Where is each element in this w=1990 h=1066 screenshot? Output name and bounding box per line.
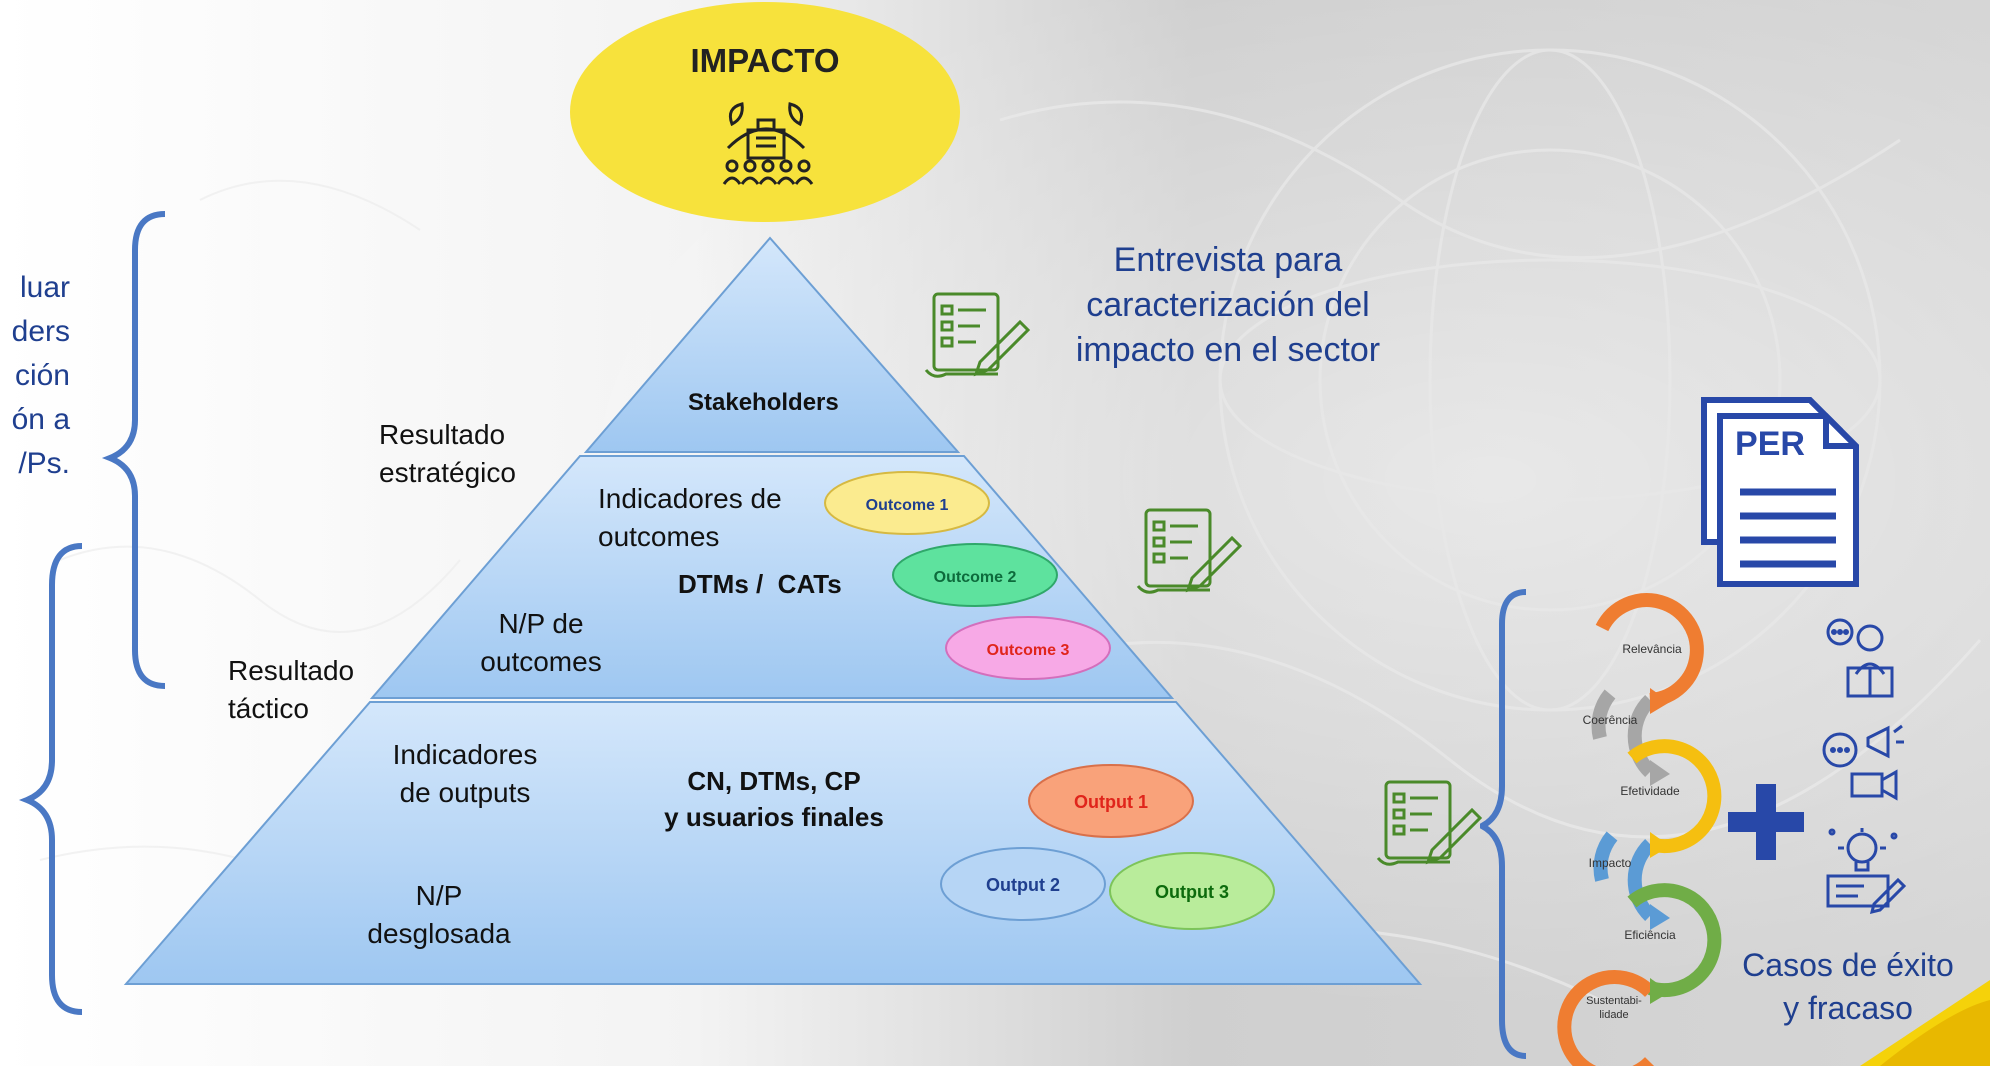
cycle-arc-coerencia (1591, 689, 1656, 778)
output-bubble-3: Output 3 (1109, 852, 1275, 930)
outcome-indicators-line: Indicadores de (598, 483, 782, 514)
outcome-label: Outcome 2 (934, 569, 1017, 586)
cycle-label-impacto: Impacto (1589, 856, 1632, 870)
strategic-result-label: Resultado estratégico (379, 416, 516, 492)
outcome-indicators-line: outcomes (598, 521, 720, 552)
interview-text-line: caracterización del (1086, 286, 1370, 324)
tactical-result-line: táctico (228, 693, 309, 724)
output-label: Output 2 (986, 875, 1060, 895)
output-bubble-1: Output 1 (1028, 764, 1194, 838)
interview-text: Entrevista para caracterización del impa… (1050, 238, 1406, 373)
cycle-arc-impacto (1593, 831, 1656, 922)
outcome-label: Outcome 3 (987, 642, 1070, 659)
np-outcomes-line: outcomes (480, 646, 602, 677)
plus-icon (1728, 784, 1804, 860)
per-document-icon: PER (1701, 397, 1859, 587)
pyramid-bottom-section (123, 701, 1423, 985)
strategic-result-line: estratégico (379, 457, 516, 488)
cycle-label-eficiencia: Eficiência (1624, 928, 1676, 942)
left-text-line: /Ps. (18, 447, 70, 480)
output-bubble-2: Output 2 (940, 847, 1106, 921)
outcome-bubble-2: Outcome 2 (892, 543, 1058, 607)
strategic-result-line: Resultado (379, 419, 506, 450)
outcome-bubble-1: Outcome 1 (824, 471, 990, 535)
idea-lightbulb-icon (1826, 828, 1907, 915)
tactical-result-line: Resultado (228, 655, 355, 686)
np-disaggregated-line: desglosada (367, 918, 511, 949)
stakeholders-label: Stakeholders (688, 389, 839, 416)
np-disaggregated-line: N/P (415, 880, 463, 911)
outcome-indicators-label: Indicadores de outcomes (598, 480, 782, 556)
np-disaggregated-label: N/P desglosada (346, 877, 532, 953)
per-label: PER (1735, 425, 1805, 463)
cases-text-line: Casos de éxito (1742, 947, 1954, 983)
left-brackets (18, 211, 166, 1015)
checklist-pen-icon (1376, 780, 1483, 866)
right-brace (1480, 589, 1527, 1059)
outcome-label: Outcome 1 (866, 497, 949, 514)
impact-title: IMPACTO (690, 42, 839, 79)
cases-text: Casos de éxito y fracaso (1722, 944, 1974, 1030)
reader-speech-icon (1826, 618, 1894, 698)
output-label: Output 3 (1155, 882, 1229, 902)
cycle-label-relevancia: Relevância (1622, 642, 1682, 656)
output-indicators-label: Indicadores de outputs (372, 736, 558, 812)
cycle-arc-eficiencia (1627, 883, 1722, 998)
pyramid-top-section (583, 236, 961, 453)
left-text: luar ders ción ón a /Ps. (0, 266, 70, 486)
dtms-cats-label: DTMs / CATs (678, 569, 842, 599)
interview-text-line: Entrevista para (1113, 241, 1343, 279)
community-impact-icon (722, 102, 814, 185)
output-center-label: CN, DTMs, CP y usuarios finales (640, 763, 908, 835)
cycle-label-sustentabilidade: Sustentabi- (1586, 995, 1642, 1007)
tactical-result-label: Resultado táctico (228, 652, 354, 728)
cases-text-line: y fracaso (1783, 990, 1913, 1026)
left-text-line: luar (19, 271, 70, 304)
video-megaphone-icon (1822, 724, 1904, 801)
left-text-line: ders (11, 315, 70, 348)
output-label: Output 1 (1074, 792, 1148, 812)
pyramid: Outcome 1 Outcome 2 Outcome 3 Output 1 O… (123, 236, 1423, 985)
left-text-line: ón a (11, 403, 70, 436)
cycle-label-sustentabilidade-2: lidade (1599, 1009, 1628, 1021)
cycle-label-efetividade: Efetividade (1620, 784, 1680, 798)
impact-bubble: IMPACTO (570, 2, 960, 222)
cycle-label-coerencia: Coerência (1583, 713, 1638, 727)
upper-brace (101, 211, 166, 689)
cycle-arc-sustentabilidade (1557, 970, 1655, 1066)
interview-text-line: impacto en el sector (1075, 331, 1381, 369)
output-center-line: y usuarios finales (664, 802, 884, 832)
evaluation-cycle: Relevância Coerência Efetividade Impacto… (1557, 593, 1722, 1066)
output-indicators-line: Indicadores (392, 739, 538, 770)
checklist-pen-icon (1136, 508, 1243, 594)
lower-brace (18, 543, 83, 1015)
np-outcomes-line: N/P de (498, 608, 584, 639)
np-outcomes-label: N/P de outcomes (470, 605, 612, 681)
checklist-pen-icon (924, 292, 1031, 378)
output-center-line: CN, DTMs, CP (687, 766, 861, 796)
cycle-arc-relevancia (1595, 593, 1704, 707)
outcome-bubble-3: Outcome 3 (945, 616, 1111, 680)
cycle-arc-efetividade (1627, 739, 1722, 854)
left-text-line: ción (14, 359, 70, 392)
output-indicators-line: de outputs (399, 777, 531, 808)
